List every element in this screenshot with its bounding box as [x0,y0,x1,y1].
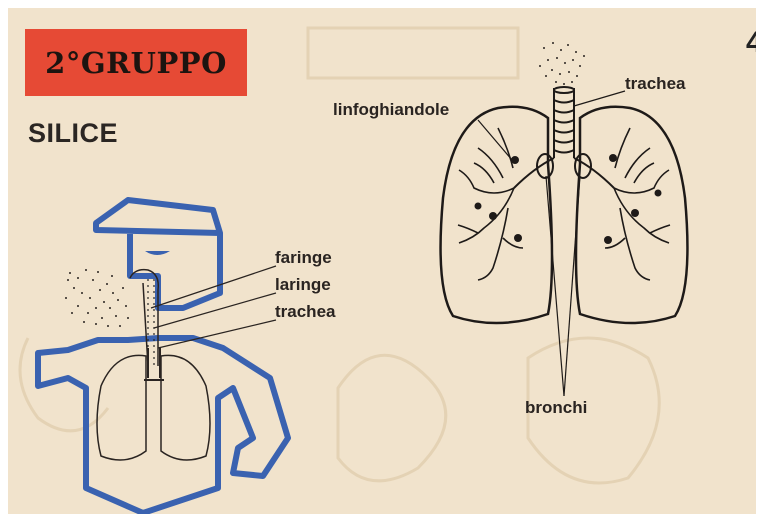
bronchial-branches-right [605,128,670,280]
hilum-knots [537,154,591,178]
bronchial-branches-left [458,128,523,280]
dust-cloud-right [539,42,585,85]
trachea-right [554,87,574,158]
main-bronchi [514,158,614,188]
lymph-nodes [475,154,662,244]
paper-background: 2°GRUPPO SILICE 4 [8,8,756,514]
label-bronchi: bronchi [525,398,587,418]
label-trachea-right: trachea [625,74,685,94]
label-linfoghiandole: linfoghiandole [333,100,449,120]
